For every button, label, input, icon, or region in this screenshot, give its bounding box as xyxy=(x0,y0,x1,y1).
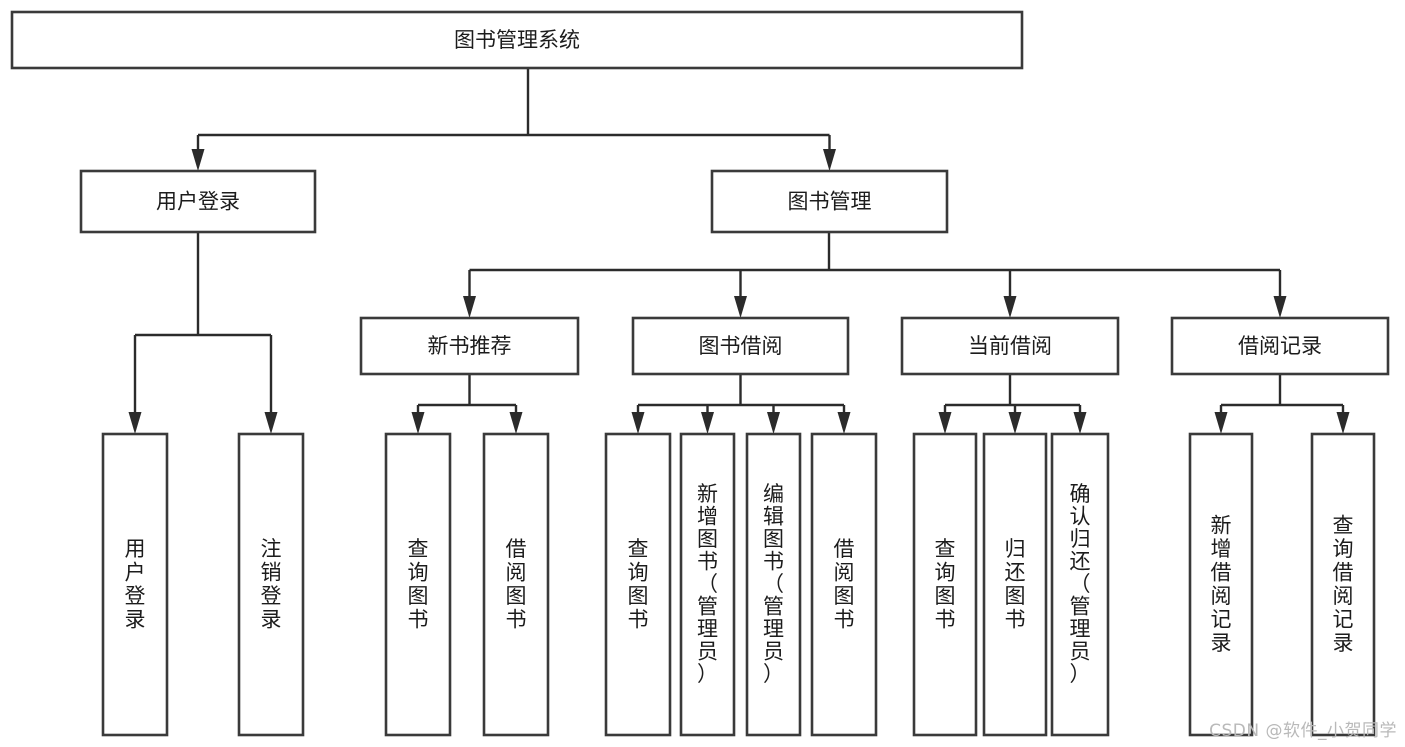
node-new-book-recommend-box[interactable] xyxy=(359,316,580,376)
bookmanage-to-level2-branch-2-arrowhead xyxy=(1003,296,1017,318)
node-leaf-nbr-query-book-box[interactable] xyxy=(384,432,452,737)
node-leaf-cb-return-book-label: 归还图书 xyxy=(1005,537,1026,632)
book-borrow-to-leaves-branch-1-arrowhead xyxy=(701,412,714,434)
root-to-level1-branch-1-arrowhead xyxy=(823,149,836,171)
node-root-box[interactable] xyxy=(10,10,1024,70)
new-book-recommend-to-leaves-branch-1-arrowhead xyxy=(509,412,523,434)
node-leaf-br-query-record-label: 查询借阅记录 xyxy=(1333,513,1354,655)
node-borrow-record-box[interactable] xyxy=(1170,316,1390,376)
new-book-recommend-to-leaves-branch-0-arrowhead xyxy=(411,412,425,434)
node-leaf-bb-borrow-book-box[interactable] xyxy=(810,432,878,737)
node-leaf-user-logout[interactable]: 注销登录 xyxy=(237,432,305,737)
node-current-borrow-label: 当前借阅 xyxy=(968,334,1052,358)
node-leaf-bb-add-book-label: 新增图书（管理员） xyxy=(697,482,718,686)
node-leaf-bb-edit-book-box[interactable] xyxy=(745,432,802,737)
node-leaf-br-add-record[interactable]: 新增借阅记录 xyxy=(1188,432,1254,737)
node-leaf-bb-edit-book[interactable]: 编辑图书（管理员） xyxy=(745,432,802,737)
node-book-borrow[interactable]: 图书借阅 xyxy=(631,316,850,376)
node-leaf-cb-query-book-label: 查询图书 xyxy=(935,537,956,632)
bookmanage-to-level2-branch-0-arrowhead xyxy=(463,296,476,318)
node-leaf-cb-query-book[interactable]: 查询图书 xyxy=(912,432,978,737)
node-leaf-nbr-borrow-book-box[interactable] xyxy=(482,432,550,737)
node-leaf-br-query-record-box[interactable] xyxy=(1310,432,1376,737)
book-borrow-to-leaves-branch-2-arrowhead xyxy=(767,412,780,434)
node-leaf-cb-query-book-box[interactable] xyxy=(912,432,978,737)
bookmanage-to-level2-branch-1-arrowhead xyxy=(734,296,747,318)
node-book-borrow-label: 图书借阅 xyxy=(699,334,783,358)
node-root[interactable]: 图书管理系统 xyxy=(10,10,1024,70)
node-leaf-cb-confirm-return[interactable]: 确认归还（管理员） xyxy=(1050,432,1110,737)
node-book-manage-label: 图书管理 xyxy=(788,190,872,214)
node-book-manage-box[interactable] xyxy=(710,169,949,234)
node-user-login-box[interactable] xyxy=(79,169,317,234)
node-leaf-bb-add-book-box[interactable] xyxy=(679,432,736,737)
node-leaf-br-add-record-label: 新增借阅记录 xyxy=(1211,513,1232,655)
node-leaf-cb-return-book[interactable]: 归还图书 xyxy=(982,432,1048,737)
node-leaf-br-query-record[interactable]: 查询借阅记录 xyxy=(1310,432,1376,737)
node-layer: 图书管理系统用户登录图书管理新书推荐图书借阅当前借阅借阅记录用户登录注销登录查询… xyxy=(10,10,1390,737)
node-leaf-user-logout-label: 注销登录 xyxy=(261,537,282,632)
node-leaf-bb-edit-book-label: 编辑图书（管理员） xyxy=(763,482,784,686)
bookmanage-to-level2-branch-3-arrowhead xyxy=(1273,296,1287,318)
book-borrow-to-leaves-branch-3-arrowhead xyxy=(837,412,851,434)
node-leaf-bb-query-book-label: 查询图书 xyxy=(628,537,649,632)
node-leaf-nbr-borrow-book[interactable]: 借阅图书 xyxy=(482,432,550,737)
node-root-label: 图书管理系统 xyxy=(454,28,580,52)
node-leaf-bb-add-book[interactable]: 新增图书（管理员） xyxy=(679,432,736,737)
node-leaf-bb-query-book[interactable]: 查询图书 xyxy=(604,432,672,737)
node-new-book-recommend-label: 新书推荐 xyxy=(428,334,512,358)
node-leaf-cb-confirm-return-label: 确认归还（管理员） xyxy=(1070,482,1091,686)
current-borrow-to-leaves-branch-2-arrowhead xyxy=(1073,412,1087,434)
node-leaf-bb-query-book-box[interactable] xyxy=(604,432,672,737)
node-leaf-br-add-record-box[interactable] xyxy=(1188,432,1254,737)
node-borrow-record[interactable]: 借阅记录 xyxy=(1170,316,1390,376)
node-book-borrow-box[interactable] xyxy=(631,316,850,376)
userlogin-to-leaves-branch-1-arrowhead xyxy=(264,412,278,434)
node-leaf-cb-return-book-box[interactable] xyxy=(982,432,1048,737)
node-leaf-nbr-query-book-label: 查询图书 xyxy=(408,537,429,632)
node-leaf-user-logout-box[interactable] xyxy=(237,432,305,737)
borrow-record-to-leaves-branch-1-arrowhead xyxy=(1336,412,1350,434)
node-user-login-label: 用户登录 xyxy=(156,190,240,214)
node-leaf-bb-borrow-book-label: 借阅图书 xyxy=(834,537,855,632)
borrow-record-to-leaves-branch-0-arrowhead xyxy=(1214,412,1228,434)
node-user-login[interactable]: 用户登录 xyxy=(79,169,317,234)
book-borrow-to-leaves-branch-0-arrowhead xyxy=(631,412,645,434)
connector-layer xyxy=(128,68,1350,434)
node-leaf-user-login[interactable]: 用户登录 xyxy=(101,432,169,737)
node-leaf-user-login-box[interactable] xyxy=(101,432,169,737)
node-leaf-nbr-query-book[interactable]: 查询图书 xyxy=(384,432,452,737)
node-leaf-bb-borrow-book[interactable]: 借阅图书 xyxy=(810,432,878,737)
node-leaf-cb-confirm-return-box[interactable] xyxy=(1050,432,1110,737)
node-new-book-recommend[interactable]: 新书推荐 xyxy=(359,316,580,376)
node-current-borrow-box[interactable] xyxy=(900,316,1120,376)
node-leaf-nbr-borrow-book-label: 借阅图书 xyxy=(506,537,527,632)
current-borrow-to-leaves-branch-1-arrowhead xyxy=(1008,412,1022,434)
node-current-borrow[interactable]: 当前借阅 xyxy=(900,316,1120,376)
node-borrow-record-label: 借阅记录 xyxy=(1238,334,1322,358)
node-leaf-user-login-label: 用户登录 xyxy=(125,537,146,632)
userlogin-to-leaves-branch-0-arrowhead xyxy=(128,412,142,434)
root-to-level1-branch-0-arrowhead xyxy=(191,149,205,171)
node-book-manage[interactable]: 图书管理 xyxy=(710,169,949,234)
current-borrow-to-leaves-branch-0-arrowhead xyxy=(938,412,952,434)
